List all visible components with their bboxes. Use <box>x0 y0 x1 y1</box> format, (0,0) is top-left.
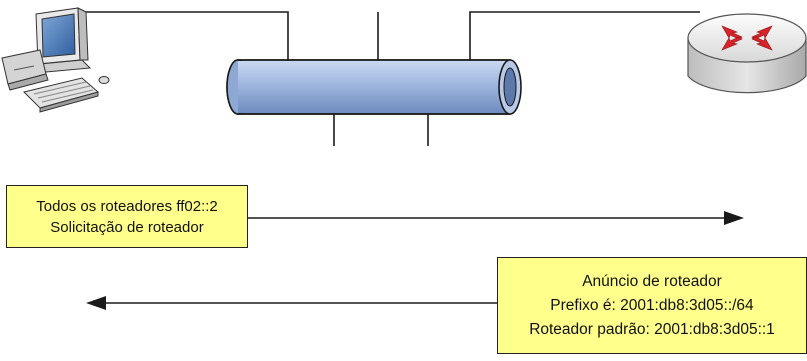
advertisement-arrowhead-icon <box>86 296 106 310</box>
router-advertisement-line-3: Roteador padrão: 2001:db8:3d05::1 <box>498 318 806 342</box>
router-advertisement-line-2: Prefixo é: 2001:db8:3d05::/64 <box>498 294 806 318</box>
router-advertisement-line-1: Anúncio de roteador <box>498 270 806 294</box>
router-solicitation-box: Todos os roteadores ff02::2 Solicitação … <box>6 185 248 248</box>
desktop-computer-icon <box>2 8 109 112</box>
router-advertisement-box: Anúncio de roteador Prefixo é: 2001:db8:… <box>497 257 807 354</box>
host-to-bus-link <box>62 12 288 66</box>
network-bus-icon <box>227 60 521 114</box>
router-icon <box>688 14 806 93</box>
router-to-bus-link <box>470 12 700 66</box>
router-solicitation-line-1: Todos os roteadores ff02::2 <box>7 196 247 217</box>
router-solicitation-line-2: Solicitação de roteador <box>7 217 247 238</box>
solicitation-arrowhead-icon <box>724 211 744 225</box>
